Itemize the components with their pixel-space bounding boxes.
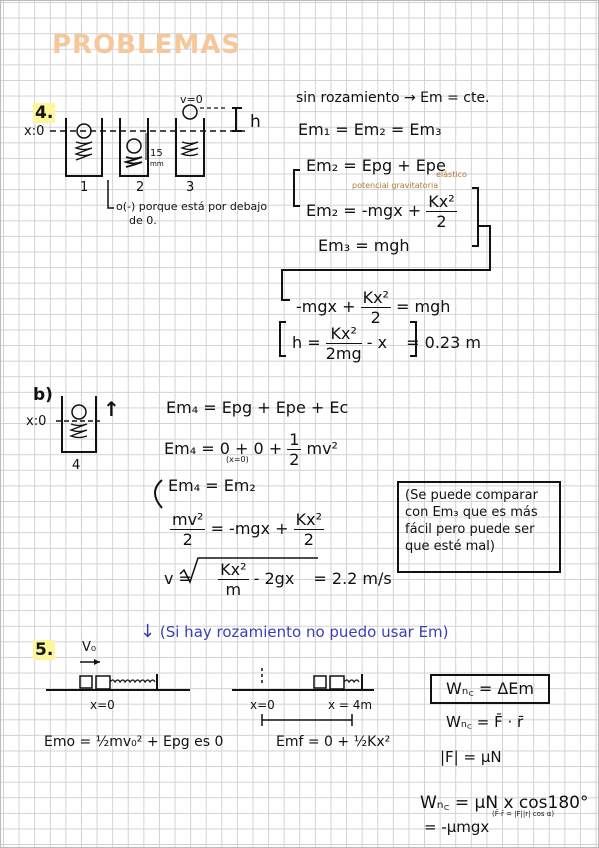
p5-heading: ↓ (Si hay rozamiento no puedo usar Em) xyxy=(140,621,449,642)
page-title: PROBLEMAS xyxy=(52,30,242,60)
pb-em4-equals-em2: Em₄ = Em₂ xyxy=(168,476,256,495)
p4-em3: Em₃ = mgh xyxy=(318,236,410,255)
pb-mv2: mv² xyxy=(306,439,338,458)
p5-emo: Emo = ½mv₀² + Epg es 0 xyxy=(44,734,224,750)
tag-elastico: elástico xyxy=(436,170,467,179)
p4-note-line2: de 0. xyxy=(129,214,157,227)
frac-den: 2 xyxy=(370,308,381,327)
frac-den: 2 xyxy=(289,450,300,469)
pb-v-value: = 2.2 m/s xyxy=(313,569,392,588)
frac-num: Kx² xyxy=(293,510,324,530)
compression-value: 15 xyxy=(150,148,163,159)
p5-left-x0: x=0 xyxy=(90,698,115,712)
problem-5-number: 5. xyxy=(33,640,56,660)
p5-heading-text: (Si hay rozamiento no puedo usar Em) xyxy=(159,623,449,641)
frac-num: Kx² xyxy=(360,288,391,308)
p4-h-label: h xyxy=(250,112,261,132)
p4-h-value: = 0.23 m xyxy=(406,333,481,352)
compression-unit: mm xyxy=(150,160,164,168)
p5-v0-label: V₀ xyxy=(82,640,97,655)
problem-4-number: 4. xyxy=(33,103,56,123)
cylinder-2-label: 2 xyxy=(136,180,145,195)
p5-emf: Emf = 0 + ½Kx² xyxy=(276,734,391,750)
pb-note-box: (Se puede comparar con Em₃ que es más fá… xyxy=(397,481,561,573)
frac-num: mv² xyxy=(170,510,206,530)
p4-h-minus-x: - x xyxy=(366,333,388,352)
p4-h-left: h = xyxy=(292,333,321,352)
frac-den: 2mg xyxy=(325,344,362,363)
p4-em2-expression-left: Em₂ = -mgx + xyxy=(306,201,422,220)
p4-energy-equality: Em₁ = Em₂ = Em₃ xyxy=(298,120,442,139)
frac-den: m xyxy=(225,580,242,599)
p4-note-line1: o(-) porque está por debajo xyxy=(116,200,268,213)
frac-num: Kx² xyxy=(325,324,362,344)
p4-balance-right: = mgh xyxy=(396,297,451,316)
part-b-label: b) xyxy=(33,385,53,405)
cylinder-4-label: 4 xyxy=(72,458,81,473)
p5-wnc-cos: Wₙ꜀ = μN x cos180° xyxy=(420,793,589,813)
frac-num: Kx² xyxy=(218,560,249,580)
p5-wnc-box: Wₙ꜀ = ΔEm xyxy=(430,674,550,704)
p5-wnc-dot: Wₙ꜀ = F̄ · r̄ xyxy=(446,713,524,731)
p5-right-x4: x = 4m xyxy=(328,698,373,712)
frac-num: 1 xyxy=(287,430,302,450)
p4-v0-label: v=0 xyxy=(180,93,203,106)
pb-x0-label: x:0 xyxy=(26,414,47,429)
tag-potencial-gravitatoria: potencial gravitatoria xyxy=(352,181,439,190)
pb-x0-subscript: (x=0) xyxy=(226,455,249,464)
frac-den: 2 xyxy=(303,530,314,549)
cylinder-1-label: 1 xyxy=(80,180,89,195)
pb-up-arrow: ↑ xyxy=(103,397,120,421)
pb-em4-values-left: Em₄ = 0 + 0 + xyxy=(164,439,283,458)
p5-mid-x0: x=0 xyxy=(250,698,275,712)
pb-v-left: v = xyxy=(164,569,192,588)
pb-em4-sum: Em₄ = Epg + Epe + Ec xyxy=(166,398,349,417)
p5-dot-product-note: (F̄·r̄ = |F||r| cos α) xyxy=(492,810,555,818)
p5-wnc-result: = -μmgx xyxy=(424,818,490,836)
frac-num: Kx² xyxy=(426,192,457,212)
p4-x0-label: x:0 xyxy=(24,124,45,139)
down-arrow-icon: ↓ xyxy=(140,621,156,642)
pb-balance-middle: = -mgx + xyxy=(210,519,289,538)
p4-line-sin-rozamiento: sin rozamiento → Em = cte. xyxy=(296,90,490,106)
p4-balance-left: -mgx + xyxy=(296,297,356,316)
frac-den: 2 xyxy=(182,530,193,549)
p4-em2-sum: Em₂ = Epg + Epe xyxy=(306,156,446,175)
frac-den: 2 xyxy=(436,212,447,231)
pb-minus-2gx: - 2gx xyxy=(253,569,295,588)
p5-friction-force: |F| = μN xyxy=(440,748,502,766)
cylinder-3-label: 3 xyxy=(186,180,195,195)
